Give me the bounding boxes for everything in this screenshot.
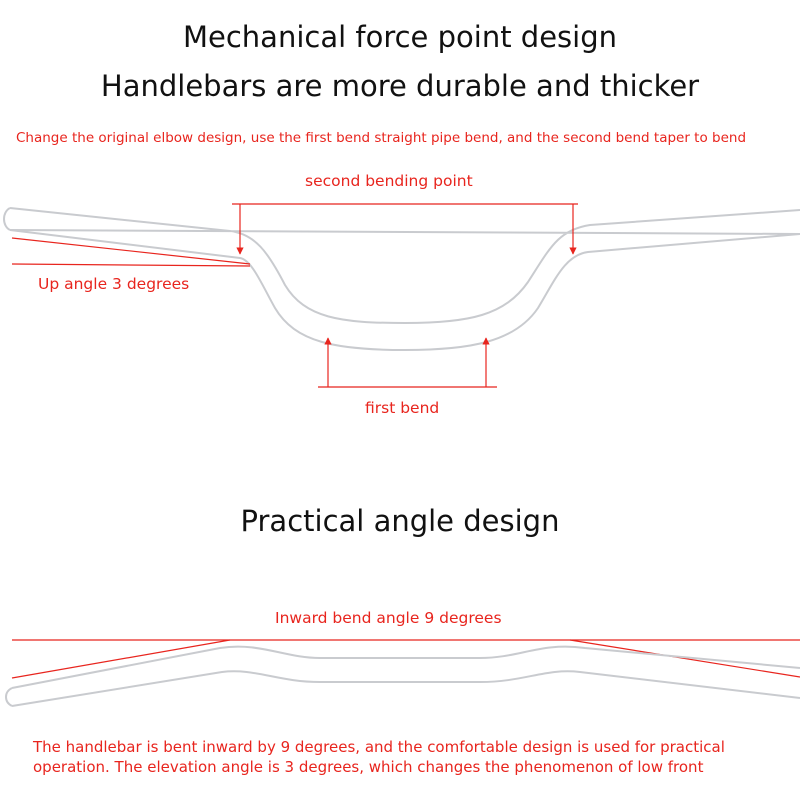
handlebar-left-end-cap [3,207,11,231]
handlebar-top-left-end-cap [5,687,13,707]
description-line-2: operation. The elevation angle is 3 degr… [33,758,704,776]
heading-mechanical-force: Mechanical force point design [182,20,617,54]
label-second-bending-point: second bending point [305,172,473,190]
handlebar-side-view-diagram [3,203,800,388]
inward-angle-line-right [569,639,800,678]
up-angle-line-lower [11,263,251,267]
up-angle-line-upper [11,237,251,265]
description-line-1: The handlebar is bent inward by 9 degree… [33,738,725,756]
subheading-elbow-design: Change the original elbow design, use th… [16,130,747,146]
heading-durable-thicker: Handlebars are more durable and thicker [100,69,700,103]
label-inward-bend: Inward bend angle 9 degrees [275,609,502,627]
label-first-bend: first bend [365,399,440,417]
handlebar-top-outline [11,645,800,707]
label-up-angle: Up angle 3 degrees [38,275,190,293]
handlebar-top-view-diagram [5,639,800,707]
handlebar-side-outline [9,207,800,352]
description-text: The handlebar is bent inward by 9 degree… [33,737,793,777]
inward-angle-line-left [11,639,231,679]
heading-practical-angle: Practical angle design [240,504,560,538]
